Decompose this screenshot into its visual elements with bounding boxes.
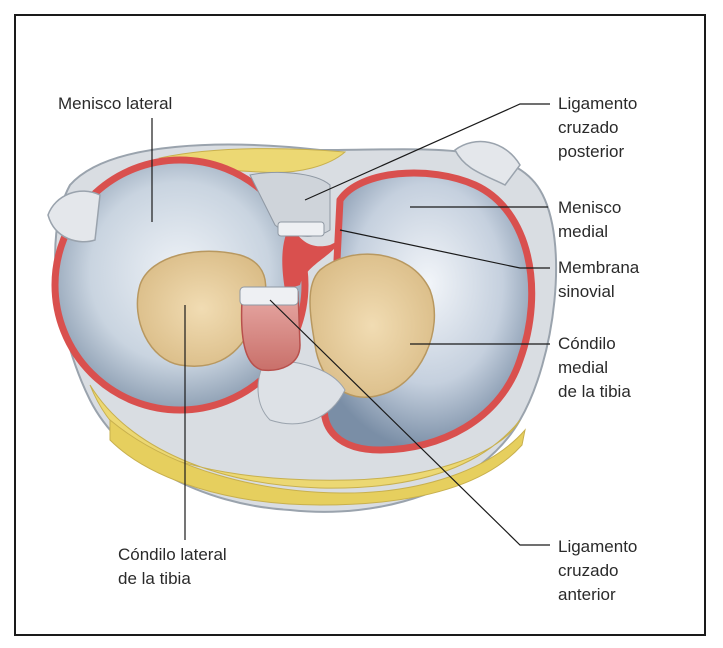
label-menisco-lateral: Menisco lateral: [58, 92, 172, 116]
label-condilo-medial: Cóndilo medial de la tibia: [558, 332, 631, 404]
label-menisco-medial: Menisco medial: [558, 196, 621, 244]
ligament-attachment-posterior: [278, 222, 324, 236]
ligament-attachment-anterior: [240, 287, 298, 305]
label-condilo-lateral: Cóndilo lateral de la tibia: [118, 543, 227, 591]
label-ligamento-cruzado-posterior: Ligamento cruzado posterior: [558, 92, 637, 164]
label-ligamento-cruzado-anterior: Ligamento cruzado anterior: [558, 535, 637, 607]
label-membrana-sinovial: Membrana sinovial: [558, 256, 639, 304]
